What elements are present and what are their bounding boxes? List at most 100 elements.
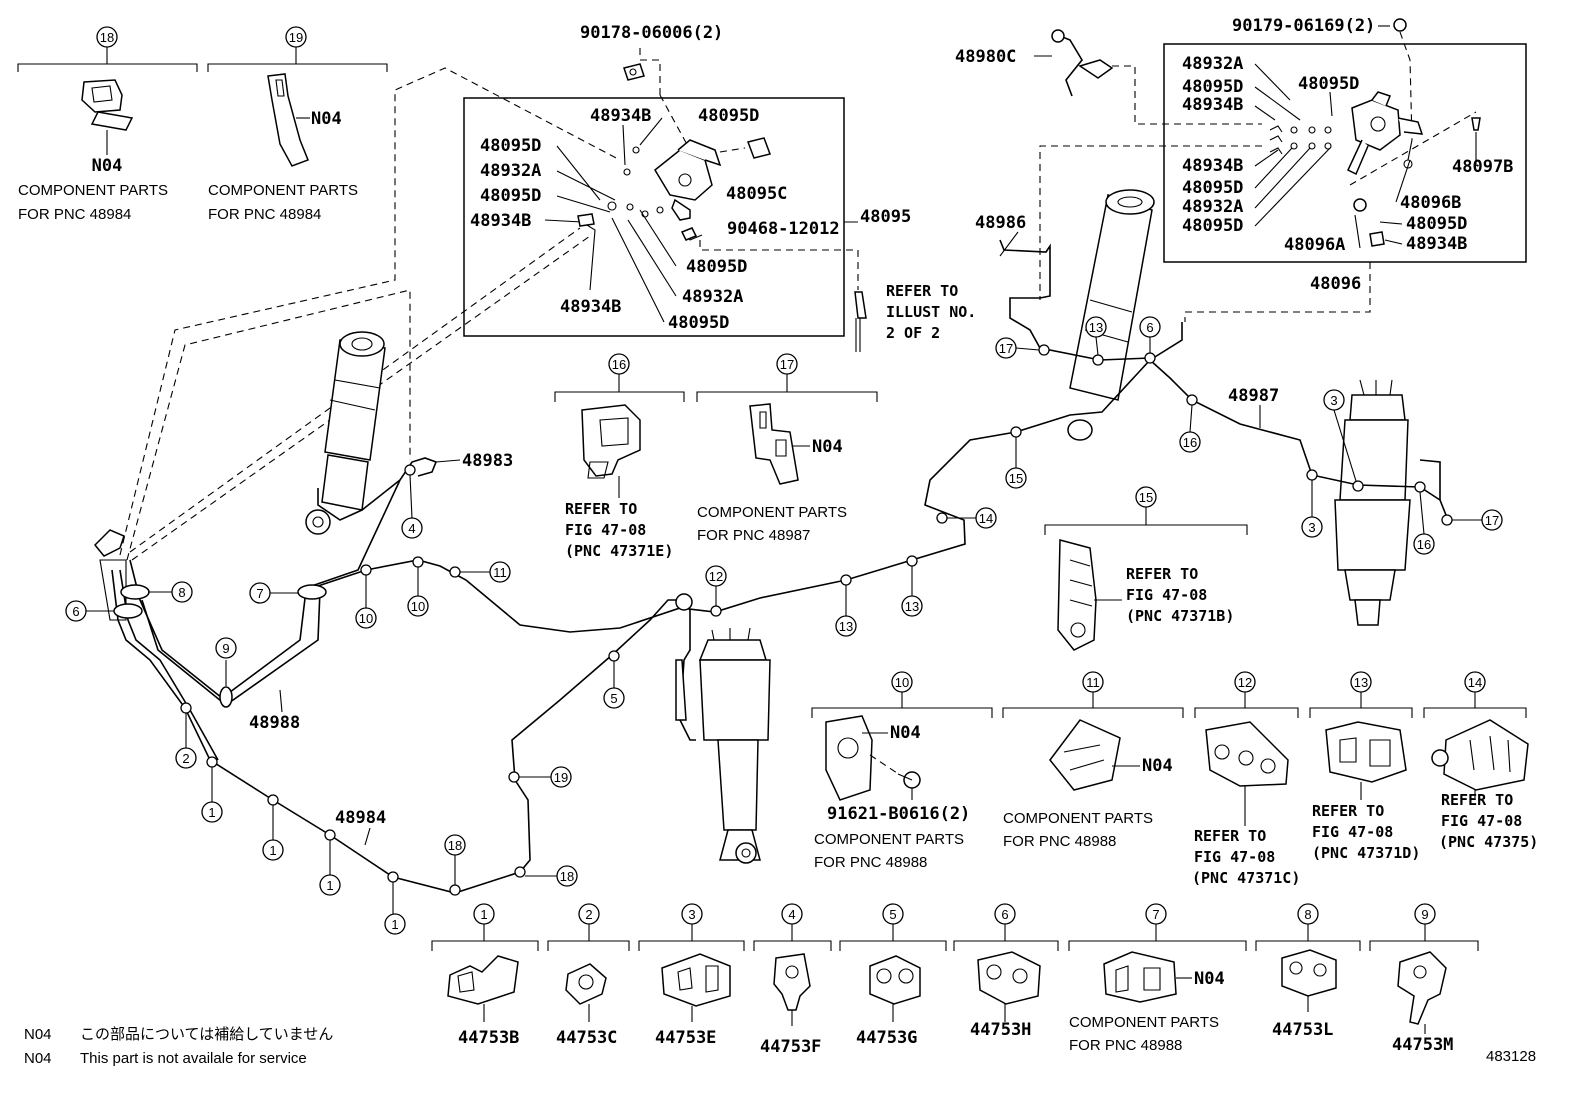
group-13-number: 13 [1354,675,1368,690]
label-44753G: 44753G [856,1028,917,1048]
clamp-44753H-icon [977,951,1041,1005]
hose-48987 [1149,322,1183,361]
hose-48983 [299,457,438,591]
label-48980C: 48980C [955,47,1016,67]
label-48095D-b: 48095D [480,136,541,156]
hose-48984 [111,569,684,894]
group-16-line1: REFER TO [565,500,637,518]
group-17-number: 17 [780,357,794,372]
clip-11-icon [1049,719,1121,791]
label-90468-12012: 90468-12012 [727,219,840,239]
fitting-48095C-icon [747,137,771,159]
svg-text:1: 1 [326,878,333,893]
clip-12-icon [1205,721,1289,787]
svg-text:18: 18 [560,869,574,884]
label-48095: 48095 [860,207,911,227]
group-18-note-line1: COMPONENT PARTS [18,182,168,199]
label-r-48095D-a: 48095D [1182,77,1243,97]
callout-18b: 18 [525,865,578,887]
label-44753L: 44753L [1272,1020,1333,1040]
group-16: 16 REFER TO FIG 47-08 (PNC 47371E) [554,353,685,560]
svg-text:13: 13 [905,599,919,614]
svg-text:10: 10 [411,599,425,614]
footnote-1-code: N04 [24,1026,52,1043]
clip-17-icon [749,403,799,485]
left-front-strut-icon [305,331,386,535]
clip-13-icon [1325,721,1407,783]
clamp-44753G-icon [869,955,921,1005]
svg-text:10: 10 [359,611,373,626]
label-90178-06006: 90178-06006(2) [580,23,723,43]
hose-48986 [999,239,1151,361]
clamp-7: 7 N04 COMPONENT PARTS FOR PNC 48988 [1068,903,1247,1054]
callout-9: 9 [215,637,237,686]
group-19-note-line2: FOR PNC 48984 [208,206,321,223]
callout-10b: 10 [407,567,429,617]
svg-text:3: 3 [1308,520,1315,535]
label-48984: 48984 [335,808,386,828]
svg-text:16: 16 [1417,537,1431,552]
hose-48988 [129,358,1449,700]
clamp-5: 5 44753G [839,903,947,1048]
nut-90178-icon [623,63,645,81]
group-16-number: 16 [612,357,626,372]
guide-dashed-b [126,289,411,561]
svg-text:13: 13 [1089,320,1103,335]
label-r-48932A-a: 48932A [1182,54,1243,74]
group-10-line2: FOR PNC 48988 [814,854,927,871]
svg-text:5: 5 [889,907,896,922]
group-17: 17 N04 COMPONENT PARTS FOR PNC 48987 [696,353,878,544]
clamp-9: 9 44753M [1369,903,1479,1055]
callout-12: 12 [705,565,727,606]
label-91621-B0616: 91621-B0616(2) [827,804,970,824]
svg-text:9: 9 [222,641,229,656]
clip-14-icon [1431,719,1529,791]
clamp-44753B-icon [447,955,519,1005]
group-14-number: 14 [1468,675,1482,690]
label-48095D-e: 48095D [668,313,729,333]
callout-10a: 10 [355,575,377,629]
callout-11: 11 [460,561,511,583]
clamp-6: 6 44753H [953,903,1059,1040]
clip-16-icon [581,404,641,479]
label-48983: 48983 [462,451,513,471]
svg-text:7: 7 [1152,907,1159,922]
clamp-44753F-icon [773,953,811,1011]
level-valve-48095-icon [654,139,722,221]
svg-text:15: 15 [1009,471,1023,486]
clamp-7-n04: N04 [1194,969,1225,989]
group-17-line2: FOR PNC 48987 [697,527,810,544]
group-15-number: 15 [1139,490,1153,505]
group-17-n04: N04 [812,437,843,457]
label-r-48095D-top: 48095D [1298,74,1359,94]
clamp-1: 1 44753B [431,903,539,1048]
group-10: 10 N04 91621-B0616(2) COMPONENT PARTS FO… [811,671,993,871]
label-44753H: 44753H [970,1020,1031,1040]
label-44753C: 44753C [556,1028,617,1048]
group-18-number: 18 [100,30,114,45]
clamp-7-line2: FOR PNC 48988 [1069,1037,1182,1054]
label-48095D-d: 48095D [686,257,747,277]
svg-text:1: 1 [208,805,215,820]
refer-illust-note: REFER TO ILLUST NO. 2 OF 2 [854,282,976,352]
group-11: 11 N04 COMPONENT PARTS FOR PNC 48988 [1002,671,1184,850]
label-44753F: 44753F [760,1037,821,1057]
footnote-2-text: This part is not availale for service [80,1050,307,1067]
svg-text:19: 19 [554,770,568,785]
clip-10-icon [825,715,873,801]
refer-illust-line3: 2 OF 2 [886,324,940,342]
group-11-n04: N04 [1142,756,1173,776]
label-r-48934B-b: 48934B [1182,156,1243,176]
callout-6b: 6 [1139,316,1161,353]
refer-illust-line2: ILLUST NO. [886,303,976,321]
callout-13a: 13 [835,585,857,637]
svg-text:8: 8 [1304,907,1311,922]
callout-5: 5 [603,661,625,709]
group-16-line3: (PNC 47371E) [565,542,673,560]
svg-text:14: 14 [979,511,993,526]
group-15-line1: REFER TO [1126,565,1198,583]
callout-3b: 3 [1301,480,1323,538]
group-13-line3: (PNC 47371D) [1312,844,1420,862]
group-18: 18 N04 COMPONENT PARTS FOR PNC 48984 [17,26,198,223]
